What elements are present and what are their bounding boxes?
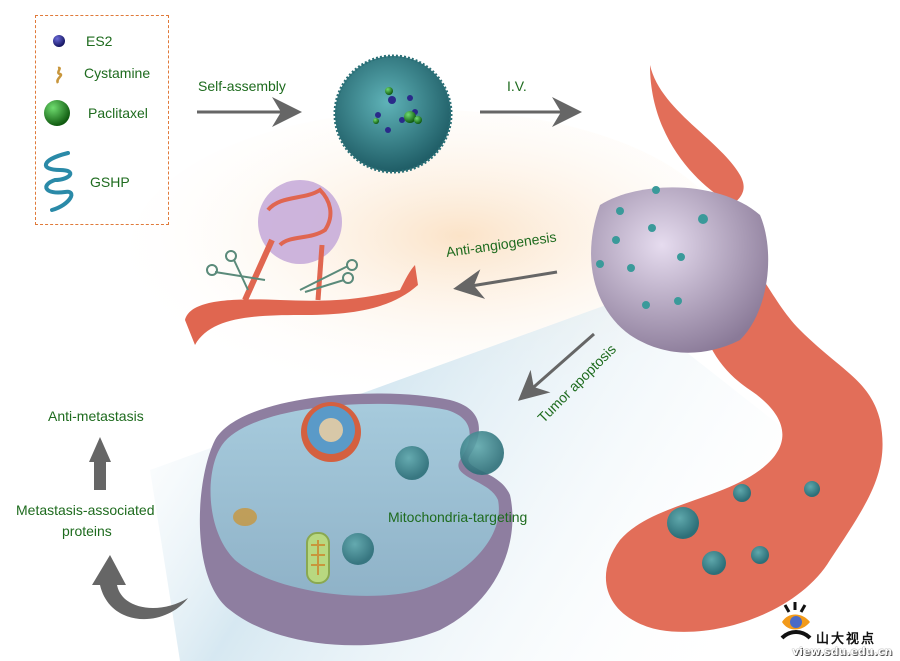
cell-illustration — [199, 393, 513, 646]
label-anti-metastasis: Anti-metastasis — [48, 408, 144, 424]
label-mitochondria-targeting: Mitochondria-targeting — [388, 509, 528, 525]
cystamine-molecule-icon — [56, 66, 63, 84]
anti-angiogenesis-arrow — [453, 269, 558, 299]
curved-feedback-arrow — [92, 555, 188, 620]
legend-label-paclitaxel: Paclitaxel — [88, 105, 148, 121]
blue-sphere-icon — [53, 35, 65, 47]
label-self-assembly: Self-assembly — [198, 78, 286, 94]
scissors-icon — [299, 259, 358, 293]
tumor-mass — [591, 186, 769, 353]
label-metastasis-proteins-line1: Metastasis-associated — [16, 502, 155, 518]
angiogenesis-illustration — [185, 180, 418, 345]
organelle — [233, 508, 257, 526]
legend-label-es2: ES2 — [86, 33, 113, 49]
anti-metastasis-arrow — [89, 437, 111, 490]
watermark-url: view.sdu.edu.cn — [792, 645, 893, 658]
mitochondrion-cristae — [311, 540, 325, 575]
nanoparticle — [460, 431, 504, 475]
tumor-apoptosis-arrow — [517, 332, 595, 401]
label-iv: I.V. — [507, 78, 527, 94]
helix-icon — [44, 151, 74, 212]
watermark: 山大视点 view.sdu.edu.cn — [780, 600, 900, 660]
label-metastasis-proteins-line2: proteins — [62, 523, 112, 539]
scissors-icon — [206, 250, 266, 291]
eye-logo-icon — [780, 602, 812, 640]
nucleus — [301, 402, 361, 462]
watermark-name: 山大视点 — [816, 632, 877, 647]
legend-box — [35, 15, 169, 225]
legend-label-gshp: GSHP — [90, 174, 130, 190]
nanoparticle-illustration — [333, 54, 453, 174]
blood-vessel-main — [605, 65, 883, 632]
nanoparticle — [342, 533, 374, 565]
nanoparticle — [395, 446, 429, 480]
legend-label-cystamine: Cystamine — [84, 65, 151, 81]
green-sphere-icon — [44, 100, 70, 126]
